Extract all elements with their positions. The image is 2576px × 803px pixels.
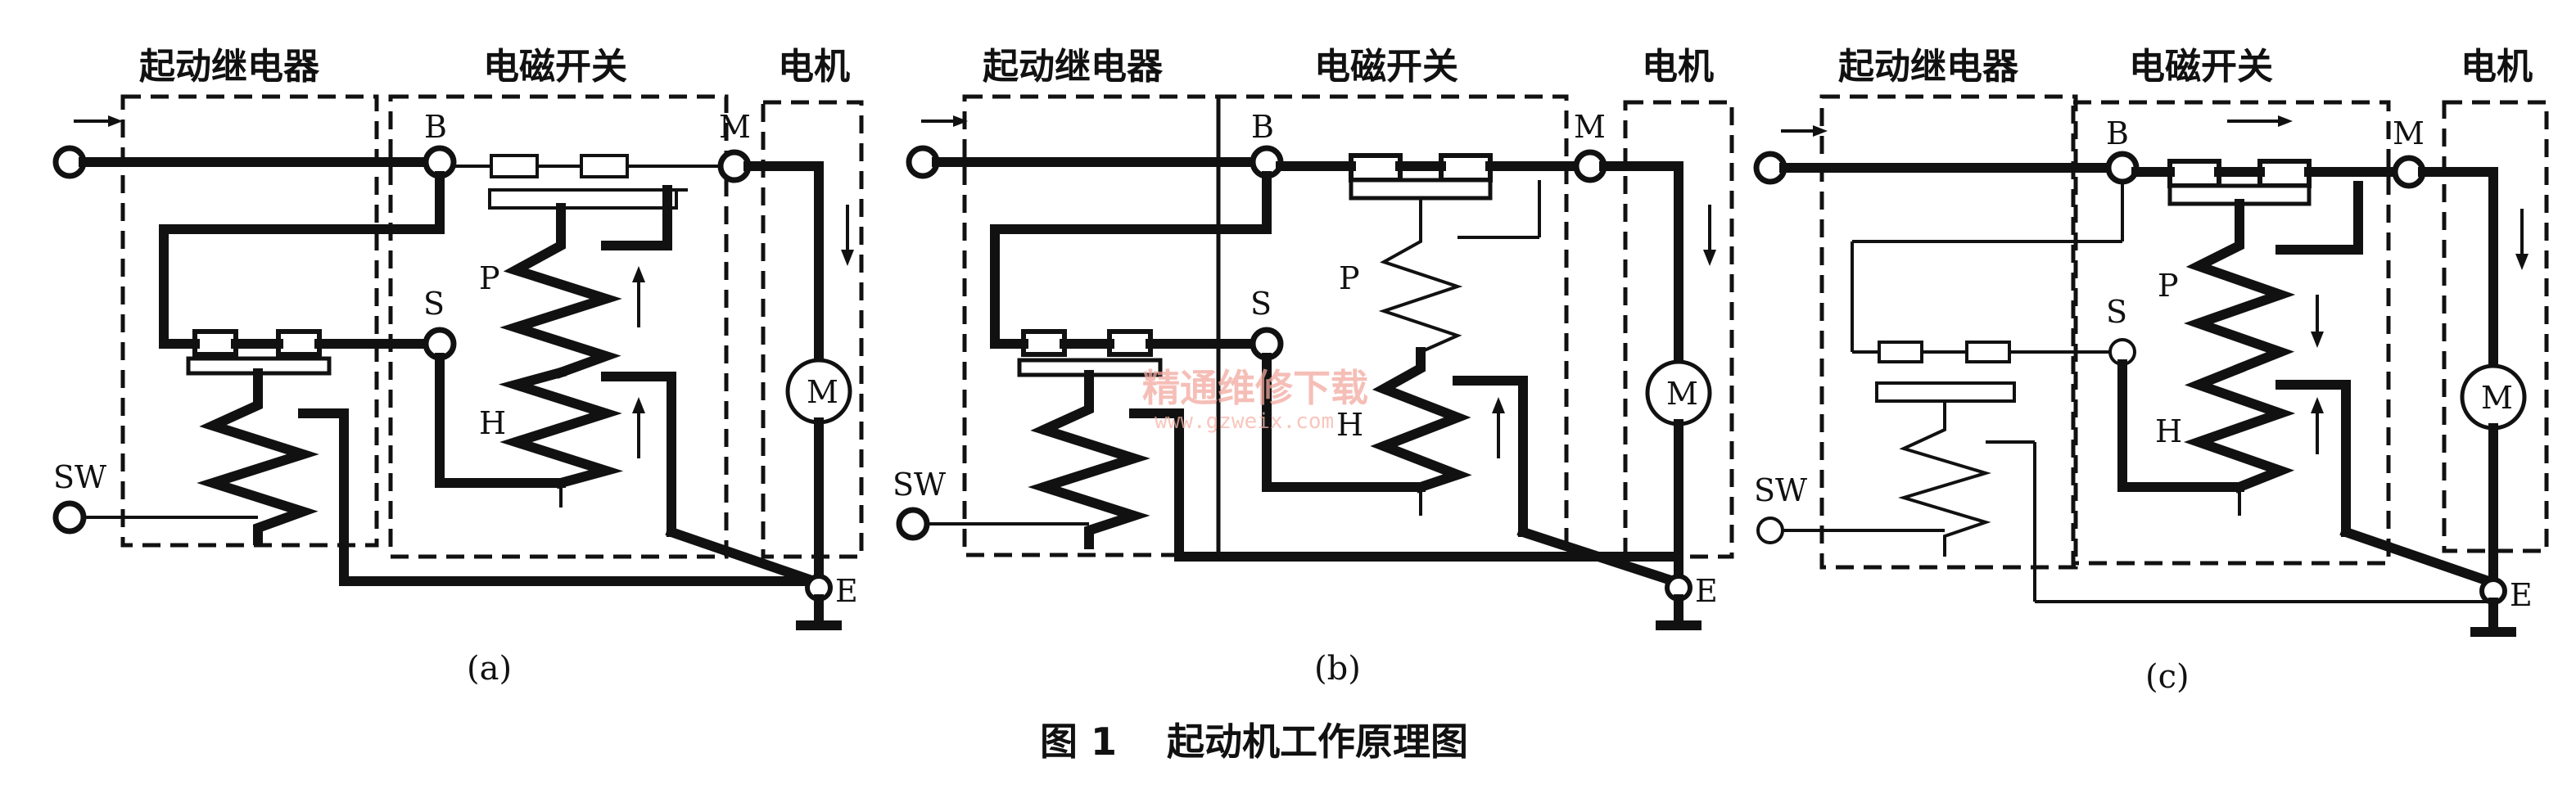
panel-c-motor-title: 电机	[2461, 46, 2533, 88]
panel-a-arrowhead-up-h	[632, 397, 645, 413]
panel-c-sw-terminal	[1756, 517, 1784, 544]
panel-c-relay-contact-left	[1878, 341, 1923, 363]
panel-a-sw-terminal	[52, 500, 87, 535]
panel-b-caption: (b)	[1314, 650, 1361, 688]
panel-a-motor-box	[761, 100, 864, 559]
panel-b-relay-contact-left	[1021, 329, 1067, 357]
panel-a-relay-box	[120, 94, 379, 548]
panel-a-label-s: S	[423, 286, 445, 322]
watermark-text: 精通维修下载	[1142, 366, 1368, 410]
panel-c-label-m: M	[2393, 115, 2425, 151]
panel-b-label-sw: SW	[893, 467, 946, 503]
panel-c-label-e: E	[2510, 577, 2533, 613]
panel-c-h-coil	[2183, 362, 2296, 494]
panel-a-label-sw: SW	[53, 459, 106, 495]
panel-c-motor-label: M	[2481, 380, 2513, 416]
panel-c-label-s: S	[2106, 294, 2127, 330]
panel-c-label-b: B	[2106, 115, 2129, 151]
panel-b-switch-contact-left	[1349, 153, 1403, 183]
panel-a-switch-contact-left	[490, 154, 539, 178]
panel-b-motor-arrowhead	[1703, 250, 1716, 266]
panel-b-relay-coil	[1028, 370, 1150, 549]
panel-b-label-p: P	[1339, 260, 1360, 296]
panel-c: 起动继电器 电磁开关 电机 B S SW	[1753, 46, 2549, 696]
panel-c-arrowhead-up-h	[2311, 397, 2324, 413]
panel-b-input-arrowhead	[953, 115, 968, 127]
panel-a-switch-box	[388, 94, 729, 559]
panel-c-top-arrowhead	[2278, 115, 2293, 127]
panel-b-motor-label: M	[1666, 376, 1698, 412]
panel-b-h-coil-ground	[1516, 526, 1685, 589]
panel-a-relay-title: 起动继电器	[139, 46, 320, 88]
panel-a-label-m: M	[719, 109, 751, 145]
panel-b-label-b: B	[1251, 109, 1274, 145]
panel-a-caption: (a)	[467, 650, 512, 688]
panel-b-sw-terminal	[896, 507, 930, 541]
panel-a-switch-contact-right	[580, 154, 629, 178]
panel-b-switch-contact-right	[1439, 153, 1493, 183]
panel-a-relay-contact-right	[276, 329, 322, 357]
panel-b-relay-contact-right	[1107, 329, 1153, 357]
watermark-url: www.gzweix.com	[1155, 409, 1334, 434]
panel-b-label-s: S	[1250, 286, 1272, 322]
panel-b-relay-title: 起动继电器	[983, 46, 1164, 88]
panel-b-h-coil	[1370, 347, 1472, 494]
panel-c-relay-coil	[1898, 401, 1991, 557]
panel-a-label-h: H	[479, 405, 506, 441]
panel-c-relay-plate	[1875, 381, 2016, 403]
panel-c-motor-arrowhead	[2515, 254, 2529, 270]
panel-c-relay-contact-right	[1965, 341, 2011, 363]
panel-a-label-p: P	[479, 260, 500, 296]
panel-b-plunger-plate	[1349, 178, 1493, 201]
figure-title: 起动机工作原理图	[1167, 720, 1468, 764]
panel-c-relay-box	[1819, 94, 2078, 570]
panel-b-label-e: E	[1695, 573, 1718, 609]
panel-b-switch-title: 电磁开关	[1314, 46, 1458, 88]
panel-a-switch-title: 电磁开关	[483, 46, 627, 88]
panel-c-label-sw: SW	[1754, 472, 1807, 508]
panel-a-plunger-plate	[488, 188, 678, 210]
panel-a-input-arrowhead	[108, 115, 123, 127]
panel-c-relay-title: 起动继电器	[1838, 46, 2019, 88]
panel-a-relay-contact-left	[192, 329, 238, 357]
panel-c-switch-box	[2071, 100, 2391, 566]
panel-b-arrowhead-up-h	[1492, 397, 1505, 413]
panel-b-p-coil	[1378, 198, 1463, 354]
panel-b-motor-title: 电机	[1642, 46, 1714, 88]
panel-a-motor-arrowhead	[841, 250, 854, 266]
panel-a-h-coil	[498, 366, 624, 489]
panel-a: 起动继电器 电磁开关 电机 B S SW	[52, 46, 864, 688]
panel-c-arrowhead-down-p	[2311, 332, 2324, 348]
panel-c-h-coil-ground	[2339, 526, 2500, 589]
panel-a-p-coil	[499, 203, 622, 379]
panel-c-label-p: P	[2158, 268, 2179, 304]
panel-c-input-arrowhead	[1813, 125, 1828, 137]
panel-a-arrowhead-up-p	[632, 266, 645, 282]
panel-c-switch-contact-right	[2257, 159, 2312, 188]
panel-b-label-h: H	[1336, 407, 1363, 443]
panel-c-switch-contact-left	[2167, 159, 2221, 188]
panel-a-relay-coil	[197, 368, 319, 545]
panel-c-p-coil	[2183, 199, 2296, 375]
panel-a-label-b: B	[424, 109, 447, 145]
panel-c-label-h: H	[2155, 413, 2182, 449]
panel-b: 起动继电器 电磁开关 电机 B S SW	[893, 46, 1734, 688]
panel-a-motor-title: 电机	[778, 46, 850, 88]
panel-a-label-e: E	[835, 573, 858, 609]
panel-c-switch-title: 电磁开关	[2129, 46, 2273, 88]
panel-b-label-m: M	[1574, 109, 1606, 145]
figure-number: 图 1	[1040, 720, 1117, 764]
panel-c-caption: (c)	[2145, 658, 2190, 696]
panel-a-motor-label: M	[807, 374, 838, 410]
panel-b-relay-box	[962, 94, 1221, 557]
panel-a-h-coil-ground	[665, 526, 825, 589]
